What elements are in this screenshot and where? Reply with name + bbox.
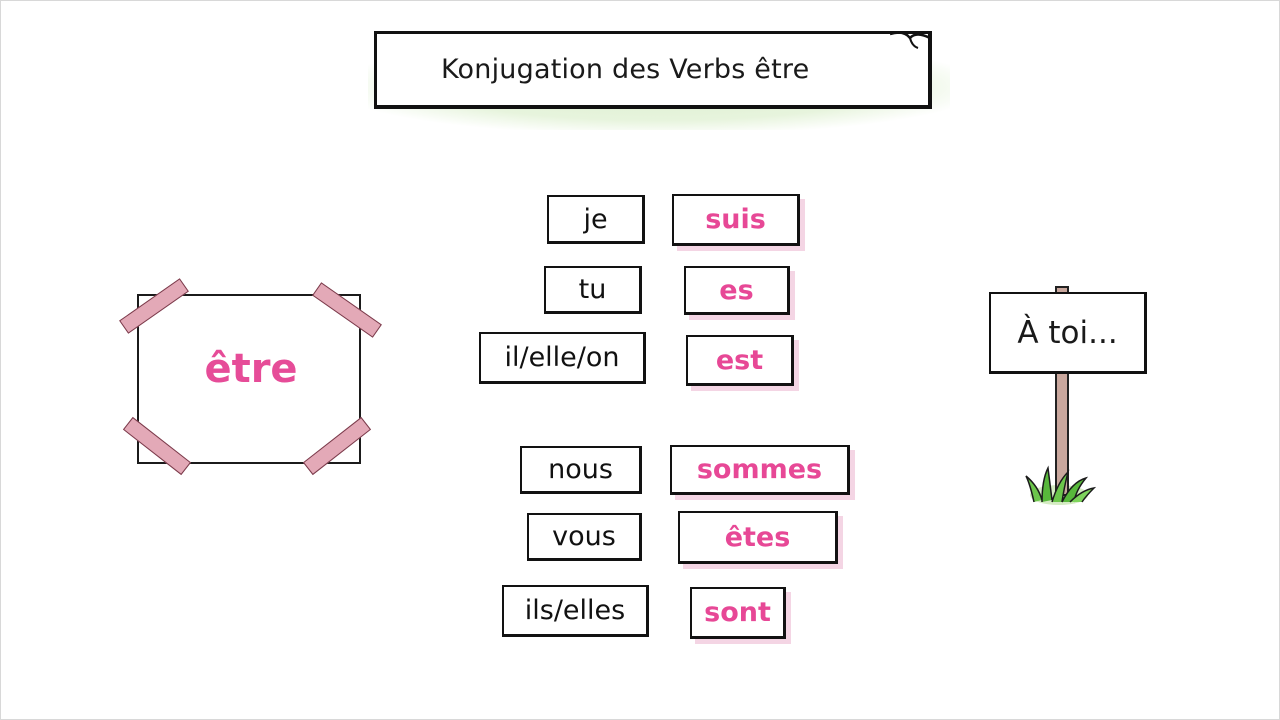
verb-card-est: est [686,335,794,386]
verb-card-es: es [684,266,790,315]
grass-tuft-icon [1025,465,1096,503]
verb-card-sommes: sommes [670,445,850,495]
infinitive-card: être [137,294,361,464]
infinitive-word: être [204,346,298,392]
page-curl-icon [889,31,931,49]
pronoun-card-nous: nous [520,446,642,494]
title-banner: Konjugation des Verbs être [374,31,932,109]
sign-board: À toi... [989,292,1147,374]
pronoun-card-tu: tu [544,266,642,314]
verb-card-sont: sont [690,587,786,639]
sign-text: À toi... [1017,314,1118,351]
pronoun-card-je: je [547,195,645,244]
page-title: Konjugation des Verbs être [441,54,810,85]
verb-card-etes: êtes [678,511,838,564]
pronoun-card-il-elle-on: il/elle/on [479,332,646,384]
verb-card-suis: suis [672,194,800,246]
pronoun-card-vous: vous [527,513,642,561]
pronoun-card-ils-elles: ils/elles [502,585,649,637]
